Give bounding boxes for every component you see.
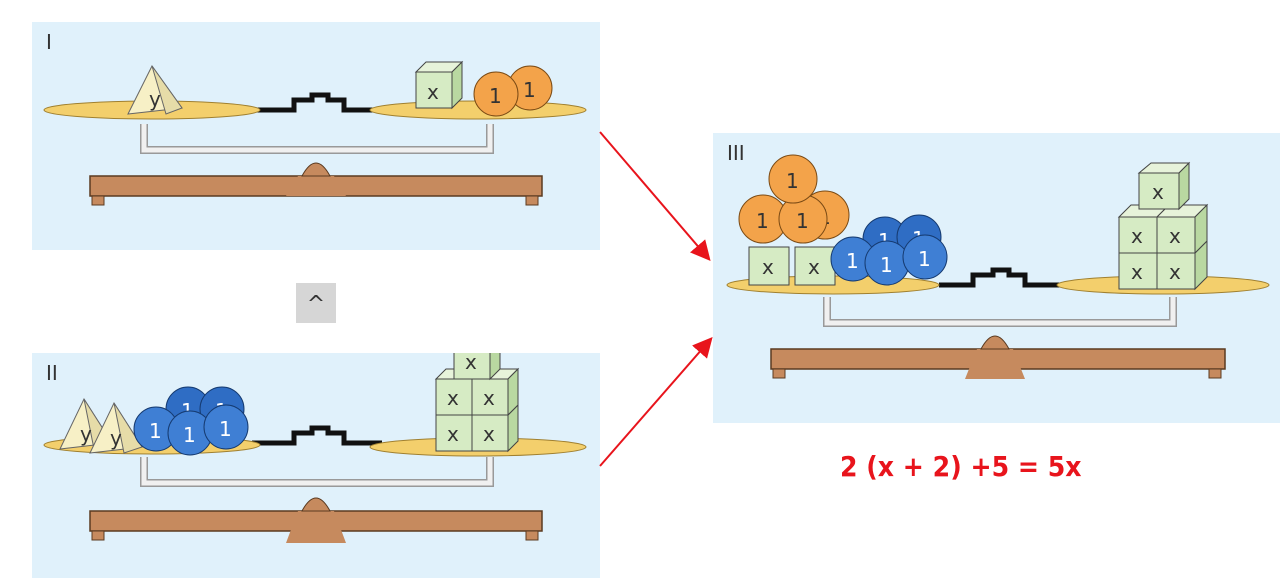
blue-ball-1: 1 — [167, 410, 213, 456]
cube-x: x — [1156, 239, 1208, 291]
svg-text:x: x — [1131, 224, 1143, 248]
svg-text:x: x — [447, 386, 459, 410]
svg-text:x: x — [483, 386, 495, 410]
svg-text:1: 1 — [489, 84, 502, 108]
svg-text:1: 1 — [183, 423, 196, 447]
pyramid-y: y — [89, 401, 143, 454]
scale-panel-1: y x 1 1 I — [32, 22, 600, 250]
svg-text:x: x — [1131, 260, 1143, 284]
svg-text:1: 1 — [918, 247, 931, 271]
orange-ball-1: 1 — [768, 154, 818, 204]
inequality-symbol: ^ — [296, 283, 336, 323]
svg-text:x: x — [447, 422, 459, 446]
cube-x: x — [435, 414, 473, 452]
svg-text:x: x — [1169, 224, 1181, 248]
cube-x: x — [453, 353, 501, 381]
pyramid-y: y — [127, 65, 183, 115]
svg-text:1: 1 — [523, 78, 536, 102]
balance-scale-2: y y 1 1 1 1 1 — [43, 353, 587, 543]
svg-text:x: x — [465, 353, 477, 374]
svg-text:1: 1 — [796, 209, 809, 233]
blue-ball-1: 1 — [203, 404, 249, 450]
panel-label: I — [46, 30, 52, 54]
svg-text:x: x — [808, 255, 820, 279]
svg-text:y: y — [110, 426, 122, 450]
svg-text:x: x — [427, 80, 439, 104]
blue-ball-1: 1 — [902, 234, 948, 280]
scale-panel-3: x x 1 1 1 1 1 1 — [713, 133, 1280, 423]
orange-ball-1: 1 — [778, 194, 828, 244]
svg-text:y: y — [149, 87, 161, 111]
svg-text:1: 1 — [786, 169, 799, 193]
svg-text:1: 1 — [219, 417, 232, 441]
balance-scale-1: y x 1 1 — [43, 60, 587, 206]
arrow-panel1-to-panel3 — [599, 131, 711, 262]
svg-text:y: y — [80, 422, 92, 446]
svg-text:x: x — [1169, 260, 1181, 284]
arrow-panel2-to-panel3 — [599, 336, 713, 467]
panel-label: III — [727, 141, 745, 165]
svg-text:x: x — [1152, 180, 1164, 204]
cube-x: x — [794, 246, 836, 286]
blue-ball-1: 1 — [830, 236, 876, 282]
orange-ball-1: 1 — [738, 194, 788, 244]
cube-x: x — [748, 246, 790, 286]
equation: 2 (x + 2) +5 = 5x — [840, 450, 1082, 483]
svg-text:1: 1 — [149, 419, 162, 443]
cube-x: x — [414, 60, 464, 110]
svg-text:1: 1 — [846, 249, 859, 273]
balance-scale-3: x x 1 1 1 1 1 1 — [726, 154, 1270, 379]
svg-text:x: x — [762, 255, 774, 279]
blue-ball-1: 1 — [133, 406, 179, 452]
scale-panel-2: y y 1 1 1 1 1 — [32, 353, 600, 578]
svg-text:1: 1 — [880, 253, 893, 277]
svg-text:x: x — [483, 422, 495, 446]
orange-ball-1: 1 — [507, 65, 553, 111]
orange-ball-1: 1 — [473, 71, 519, 117]
panel-label: II — [46, 361, 58, 385]
svg-text:1: 1 — [756, 209, 769, 233]
cube-x: x — [1137, 161, 1191, 211]
cube-x: x — [1155, 203, 1209, 255]
